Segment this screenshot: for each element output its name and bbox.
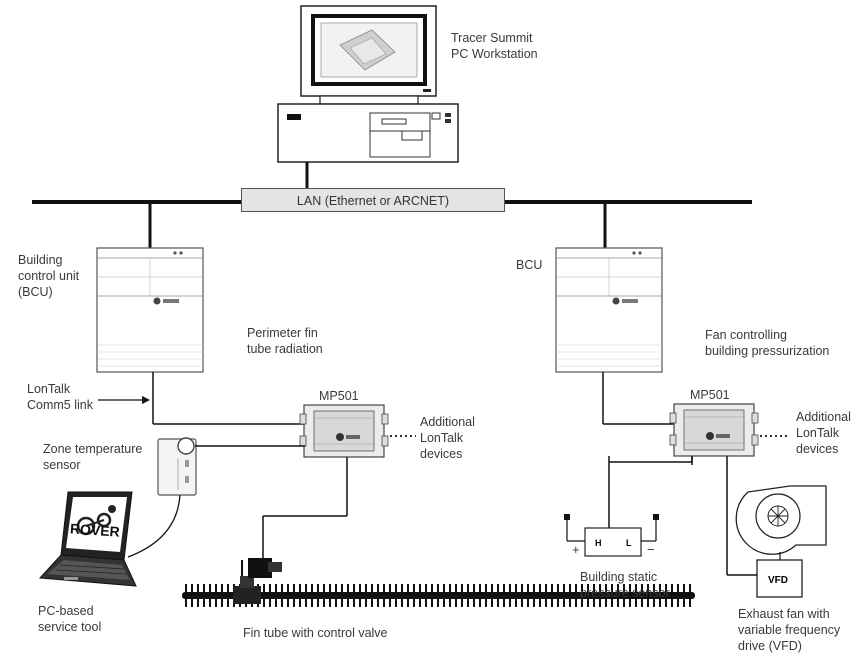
lan-label: LAN (Ethernet or ARCNET) [241, 188, 505, 212]
lontalk-link-label: LonTalk Comm5 link [27, 382, 93, 412]
laptop-service-tool [38, 491, 137, 587]
sensor-l-text: L [626, 538, 632, 548]
sensor-minus-sign: − [647, 542, 655, 557]
zone-sensor-label: Zone temperature sensor [43, 442, 143, 472]
laptop-screen-text: ROVER [69, 520, 121, 540]
static-sensor-label: Building static pressure sensor [580, 570, 670, 600]
vfd-box: VFD [756, 559, 803, 598]
vfd-text: VFD [768, 575, 788, 586]
bcu-left [96, 247, 204, 373]
bcu-left-label: Building control unit (BCU) [18, 253, 80, 299]
sensor-plus-sign: + [572, 542, 580, 557]
pressure-sensor: H L [564, 514, 659, 557]
exhaust-fan [735, 485, 827, 555]
pc-workstation [277, 5, 459, 190]
fin-tube [182, 558, 695, 607]
perimeter-label: Perimeter fin tube radiation [247, 326, 323, 356]
additional-left-label: Additional LonTalk devices [420, 415, 475, 461]
mp501-right-label: MP501 [690, 388, 730, 402]
fin-tube-label: Fin tube with control valve [243, 626, 388, 640]
workstation-label: Tracer Summit PC Workstation [451, 31, 538, 61]
sensor-h-text: H [595, 538, 602, 548]
mp501-left-label: MP501 [319, 389, 359, 403]
mp501-left-device [299, 404, 389, 458]
fan-control-label: Fan controlling building pressurization [705, 328, 830, 358]
exhaust-fan-label: Exhaust fan with variable frequency driv… [738, 607, 841, 653]
additional-right-label: Additional LonTalk devices [796, 410, 851, 456]
zone-temperature-sensor [157, 437, 197, 496]
bcu-right-label: BCU [516, 258, 543, 272]
mp501-right-device [669, 403, 759, 457]
service-tool-label: PC-based service tool [38, 604, 102, 634]
bcu-right [555, 247, 663, 373]
